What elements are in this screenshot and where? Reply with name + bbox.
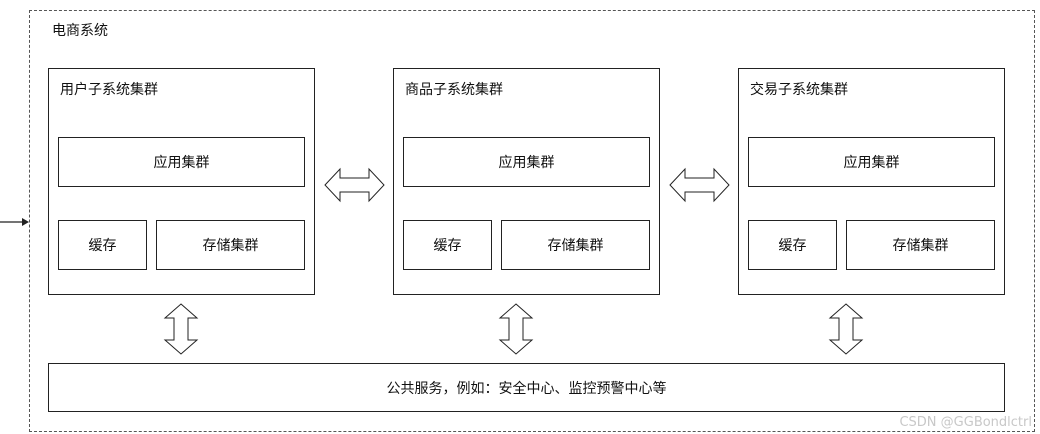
product-storage-cluster: 存储集群 xyxy=(501,220,650,270)
double-arrow-vertical-icon xyxy=(163,303,199,355)
user-storage-cluster: 存储集群 xyxy=(156,220,305,270)
system-title: 电商系统 xyxy=(52,23,108,39)
trade-app-cluster: 应用集群 xyxy=(748,137,995,187)
double-arrow-horizontal-icon xyxy=(324,167,385,203)
product-cache: 缓存 xyxy=(403,220,492,270)
user-cluster-title: 用户子系统集群 xyxy=(60,82,158,98)
ecommerce-system-container xyxy=(29,10,1035,432)
watermark: CSDN @GGBondlctrl xyxy=(899,415,1032,430)
product-cluster-title: 商品子系统集群 xyxy=(405,82,503,98)
user-cache: 缓存 xyxy=(58,220,147,270)
user-app-cluster: 应用集群 xyxy=(58,137,305,187)
trade-cache: 缓存 xyxy=(748,220,837,270)
trade-storage-cluster: 存储集群 xyxy=(846,220,995,270)
product-app-cluster: 应用集群 xyxy=(403,137,650,187)
double-arrow-vertical-icon xyxy=(498,303,534,355)
public-services-box: 公共服务，例如：安全中心、监控预警中心等 xyxy=(48,363,1005,412)
trade-cluster-title: 交易子系统集群 xyxy=(750,82,848,98)
double-arrow-vertical-icon xyxy=(828,303,864,355)
double-arrow-horizontal-icon xyxy=(669,167,730,203)
entry-arrow xyxy=(0,218,29,226)
